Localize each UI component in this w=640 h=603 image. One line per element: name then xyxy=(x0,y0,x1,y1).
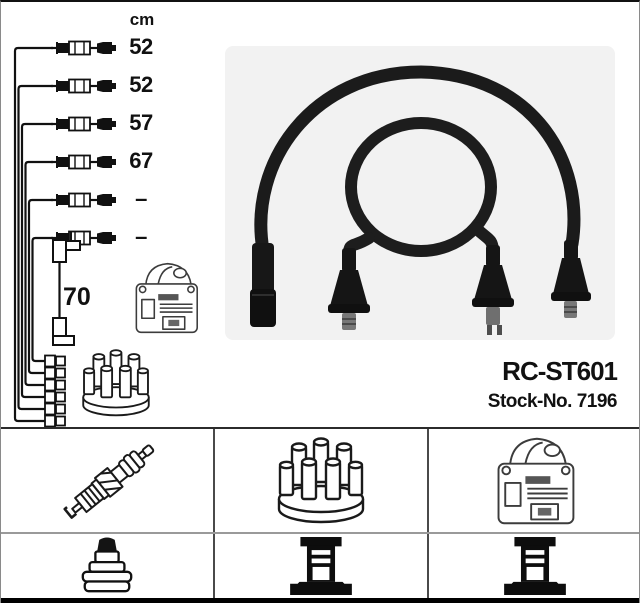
ignition-coil-drawing xyxy=(135,262,198,334)
spark-plug-icon xyxy=(60,437,161,526)
cable-length-label: 52 xyxy=(129,72,153,97)
cable-boot-cone xyxy=(472,245,514,335)
legend-cell-spark-plug xyxy=(1,429,213,532)
ignition-coil-icon xyxy=(497,437,575,524)
component-legend-table xyxy=(1,427,639,603)
din-terminal-icon xyxy=(290,537,352,595)
legend-cell-din-terminal xyxy=(213,534,427,598)
distributor-cap-icon xyxy=(277,436,365,523)
cable-boot-cone xyxy=(551,240,591,318)
coil-wire-length-label: 70 xyxy=(63,283,91,311)
legend-row-terminals xyxy=(1,534,639,598)
cable-length-diagram xyxy=(13,40,198,428)
legend-cell-ignition-coil xyxy=(427,429,639,532)
distributor-cap-drawing xyxy=(82,349,150,417)
part-number: RC-ST601 xyxy=(502,356,618,386)
legend-cell-din-terminal xyxy=(427,534,639,598)
cable-boot-cone xyxy=(328,248,370,330)
cable-boot-straight xyxy=(250,243,276,327)
cable-length-label: 67 xyxy=(129,148,153,173)
legend-cell-plug-boot xyxy=(1,534,213,598)
cable-length-label: – xyxy=(135,224,147,249)
cable-set-photo xyxy=(225,46,615,340)
legend-row-components xyxy=(1,429,639,534)
din-terminal-icon xyxy=(504,537,566,595)
cable-length-label: – xyxy=(135,186,147,211)
part-identifier-block: RC-ST601 Stock-No. 7196 xyxy=(487,356,618,413)
stock-number: Stock-No. 7196 xyxy=(487,391,618,412)
cable-length-label: 52 xyxy=(129,34,153,59)
cable-length-label: 57 xyxy=(129,110,153,135)
legend-cell-distributor-cap xyxy=(213,429,427,532)
spark-plug-boot-icon xyxy=(81,536,133,593)
unit-header: cm xyxy=(129,10,155,29)
